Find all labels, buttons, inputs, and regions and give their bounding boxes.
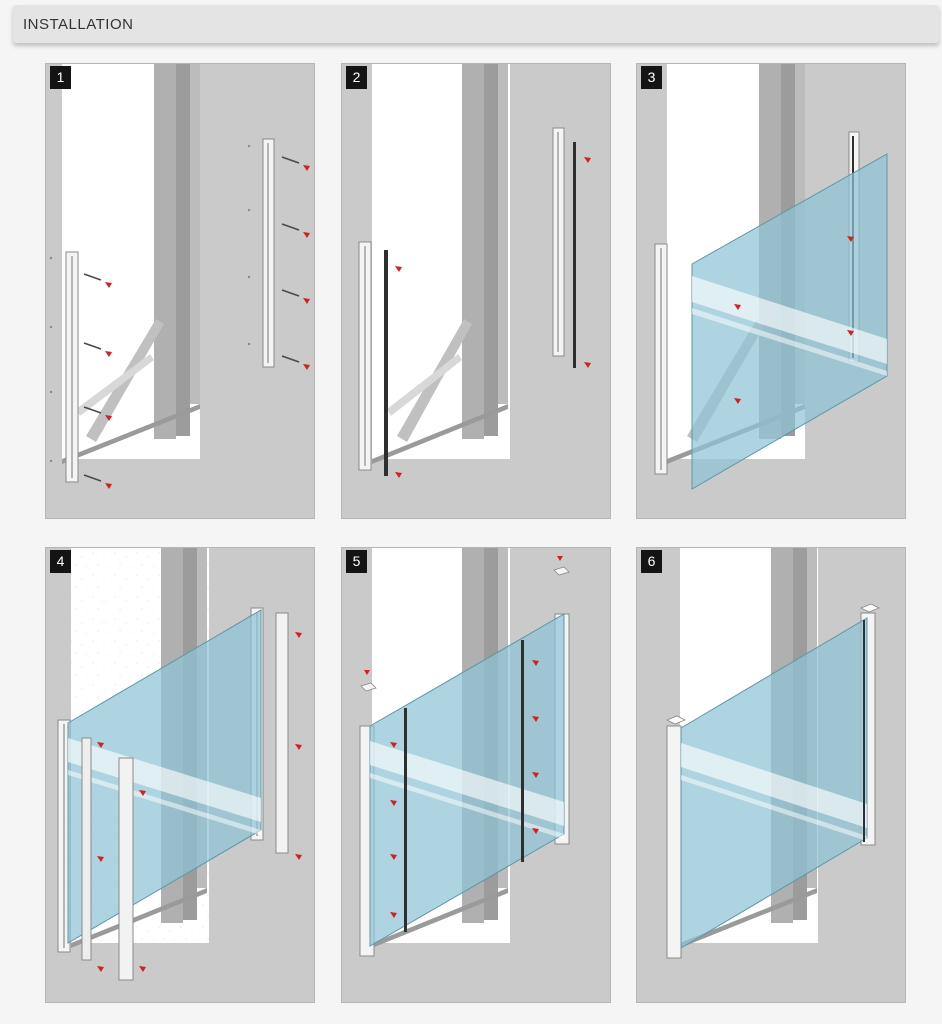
step-1-number: 1 xyxy=(50,66,71,89)
step-2-number: 2 xyxy=(346,66,367,89)
step-2-illustration xyxy=(342,64,610,518)
section-title: INSTALLATION xyxy=(23,16,134,33)
section-header: INSTALLATION xyxy=(13,5,939,43)
step-4-number: 4 xyxy=(50,550,71,573)
step-6-number: 6 xyxy=(641,550,662,573)
step-6-illustration xyxy=(637,548,905,1002)
step-3-number: 3 xyxy=(641,66,662,89)
step-5-illustration xyxy=(342,548,610,1002)
step-6-panel: 6 xyxy=(636,547,906,1003)
step-4-panel: 4 xyxy=(45,547,315,1003)
step-1-panel: 1 xyxy=(45,63,315,519)
step-2-panel: 2 xyxy=(341,63,611,519)
step-5-panel: 5 xyxy=(341,547,611,1003)
step-3-panel: 3 xyxy=(636,63,906,519)
step-1-illustration xyxy=(46,64,314,518)
step-4-illustration xyxy=(46,548,314,1002)
step-5-number: 5 xyxy=(346,550,367,573)
step-3-illustration xyxy=(637,64,905,518)
